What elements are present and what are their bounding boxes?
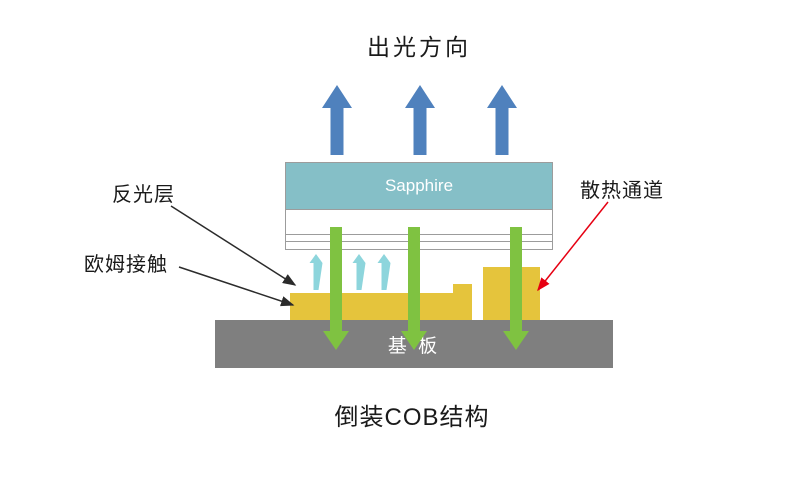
reflective-ohmic-layer — [290, 293, 472, 321]
light-output-arrow — [487, 85, 517, 155]
reflective-layer-label: 反光层 — [112, 184, 175, 206]
heat-channel-label: 散热通道 — [580, 180, 664, 202]
substrate: 基 板 — [215, 320, 613, 368]
epi-layer-line-top — [285, 234, 553, 235]
reflective-pointer-arrow — [170, 205, 297, 286]
ohmic-pointer-arrow — [178, 266, 295, 307]
internal-light-arrow — [377, 254, 391, 290]
light-output-arrow — [322, 85, 352, 155]
internal-light-arrow — [352, 254, 366, 290]
sapphire-layer: Sapphire — [285, 162, 553, 210]
epi-layer-line-bottom — [285, 241, 553, 242]
substrate-label: 基 板 — [387, 335, 441, 357]
heat-channel-block — [483, 267, 540, 321]
sapphire-label: Sapphire — [384, 176, 454, 195]
diagram-caption: 倒装COB结构 — [334, 404, 490, 431]
ohmic-contact-label: 欧姆接触 — [84, 254, 168, 276]
reflective-layer-step — [453, 284, 472, 294]
light-output-arrow — [405, 85, 435, 155]
internal-light-arrow — [309, 254, 323, 290]
light-direction-label: 出光方向 — [367, 34, 471, 60]
